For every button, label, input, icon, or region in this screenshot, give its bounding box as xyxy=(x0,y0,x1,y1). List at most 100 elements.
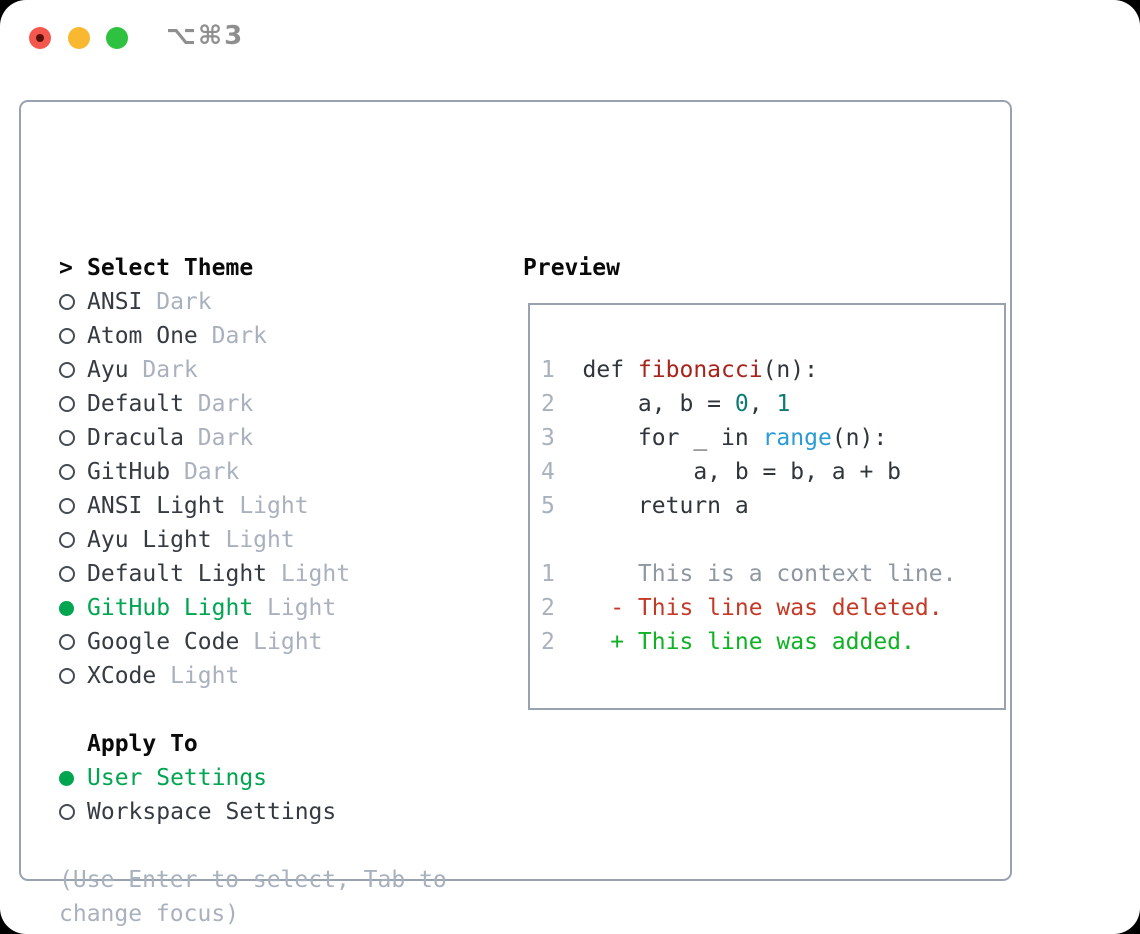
radio-icon xyxy=(59,294,75,310)
code-segment-code: a, b = b, a + b xyxy=(582,459,902,485)
theme-name: Default xyxy=(87,391,184,417)
theme-option-github-dark[interactable]: GitHub Dark xyxy=(59,455,447,489)
help-text-line: change focus) xyxy=(59,897,447,931)
theme-option-default-light-light[interactable]: Default Light Light xyxy=(59,557,447,591)
code-segment-num: 0 xyxy=(734,391,749,417)
close-indicator-dot xyxy=(36,34,44,42)
code-segment-ln: 2 xyxy=(541,629,583,655)
radio-icon xyxy=(59,804,75,820)
code-segment-func: fibonacci xyxy=(637,357,763,383)
code-segment-code: (n): xyxy=(762,357,818,383)
help-text-label: (Use Enter to select, Tab to xyxy=(59,867,447,893)
theme-name: Default Light xyxy=(87,561,268,587)
code-segment-ln: 3 xyxy=(541,425,583,451)
prompt-icon: > xyxy=(59,255,73,281)
code-segment-code: , xyxy=(748,391,777,417)
close-button[interactable] xyxy=(29,27,51,49)
code-segment-code: a, b = xyxy=(582,391,735,417)
theme-name: Dracula xyxy=(87,425,184,451)
preview-line: 3 for _ in range(n): xyxy=(541,421,1004,455)
theme-name: GitHub Light xyxy=(87,595,254,621)
theme-variant-badge: Light xyxy=(267,561,351,587)
radio-icon xyxy=(59,328,75,344)
radio-icon xyxy=(59,532,75,548)
theme-variant-badge: Dark xyxy=(128,357,198,383)
code-segment-code: (n): xyxy=(831,425,888,451)
code-segment-builtin: range xyxy=(762,425,832,451)
theme-variant-badge: Dark xyxy=(170,459,240,485)
apply-option-user-settings[interactable]: User Settings xyxy=(59,761,447,795)
preview-line: 2 a, b = 0, 1 xyxy=(541,387,1004,421)
preview-header: Preview xyxy=(523,255,620,281)
preview-line: 2 + This line was added. xyxy=(541,625,1004,659)
code-segment-ln: 1 xyxy=(541,561,583,587)
preview-line xyxy=(541,523,1004,557)
preview-line: 2 - This line was deleted. xyxy=(541,591,1004,625)
theme-variant-badge: Light xyxy=(156,663,240,689)
code-segment-ln: 1 xyxy=(541,357,583,383)
code-segment-ctx: This is a context line. xyxy=(582,561,957,587)
theme-name: ANSI xyxy=(87,289,143,315)
radio-icon xyxy=(59,464,75,480)
window-shortcut-label: ⌥⌘3 xyxy=(166,21,245,51)
code-segment-ln: 5 xyxy=(541,493,583,519)
theme-option-dracula-dark[interactable]: Dracula Dark xyxy=(59,421,447,455)
radio-selected-icon xyxy=(59,770,74,786)
preview-line: 5 return a xyxy=(541,489,1004,523)
radio-icon xyxy=(59,430,75,446)
theme-variant-badge: Dark xyxy=(183,391,254,417)
theme-option-google-code-light[interactable]: Google Code Light xyxy=(59,625,447,659)
theme-option-ayu-light-light[interactable]: Ayu Light Light xyxy=(59,523,447,557)
minimize-button[interactable] xyxy=(68,27,90,49)
radio-selected-icon xyxy=(59,600,74,616)
theme-option-atom-one-dark[interactable]: Atom One Dark xyxy=(59,319,447,353)
select-theme-header: Select Theme xyxy=(87,255,254,281)
zoom-button[interactable] xyxy=(106,27,128,49)
code-segment-num: 1 xyxy=(776,391,791,417)
spacer xyxy=(59,693,447,727)
theme-name: Ayu xyxy=(87,357,129,383)
theme-option-ansi-light-light[interactable]: ANSI Light Light xyxy=(59,489,447,523)
theme-option-ayu-dark[interactable]: Ayu Dark xyxy=(59,353,447,387)
preview-line: 4 a, b = b, a + b xyxy=(541,455,1004,489)
radio-icon xyxy=(59,396,75,412)
theme-variant-badge: Light xyxy=(211,527,295,553)
help-text: (Use Enter to select, Tab to change focus… xyxy=(59,863,447,931)
theme-option-default-dark[interactable]: Default Dark xyxy=(59,387,447,421)
select-theme-header-row: > Select Theme xyxy=(59,251,447,285)
apply-option-label: User Settings xyxy=(87,765,268,791)
code-segment-ln: 2 xyxy=(541,595,583,621)
theme-variant-badge: Light xyxy=(225,493,309,519)
apply-to-header-row: Apply To xyxy=(59,727,447,761)
apply-option-workspace-settings[interactable]: Workspace Settings xyxy=(59,795,447,829)
code-segment-del: - This line was deleted. xyxy=(582,595,943,621)
theme-variant-badge: Dark xyxy=(142,289,212,315)
theme-name: XCode xyxy=(87,663,157,689)
theme-option-ansi-dark[interactable]: ANSI Dark xyxy=(59,285,447,319)
radio-icon xyxy=(59,498,75,514)
theme-name: Google Code xyxy=(87,629,240,655)
theme-variant-badge: Light xyxy=(253,595,337,621)
code-segment-code: def xyxy=(582,357,638,383)
apply-option-label: Workspace Settings xyxy=(87,799,337,825)
theme-name: GitHub xyxy=(87,459,171,485)
radio-icon xyxy=(59,362,75,378)
help-text-label: change focus) xyxy=(59,901,240,927)
theme-variant-badge: Light xyxy=(239,629,323,655)
theme-option-github-light-light[interactable]: GitHub Light Light xyxy=(59,591,447,625)
theme-name: ANSI Light xyxy=(87,493,226,519)
theme-option-xcode-light[interactable]: XCode Light xyxy=(59,659,447,693)
code-segment-code: return a xyxy=(582,493,749,519)
preview-line: 1 This is a context line. xyxy=(541,557,1004,591)
radio-icon xyxy=(59,668,75,684)
theme-variant-badge: Dark xyxy=(197,323,268,349)
radio-icon xyxy=(59,634,75,650)
code-segment-code: for _ in xyxy=(582,425,763,451)
